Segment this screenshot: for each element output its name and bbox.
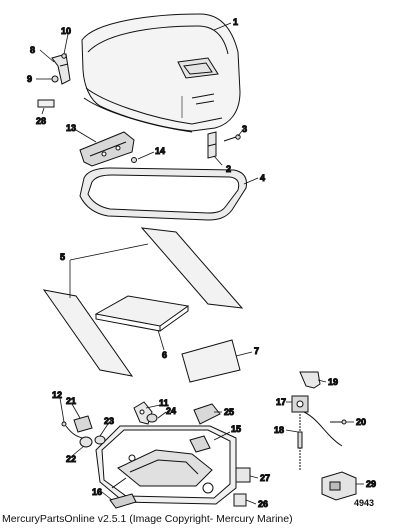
part-plug-27[interactable]: [235, 467, 251, 483]
callout-5: 5: [60, 252, 65, 262]
part-screw-20[interactable]: [330, 419, 347, 425]
part-screw-3[interactable]: [223, 134, 241, 142]
callout-10: 10: [61, 26, 71, 36]
part-cowl-seal[interactable]: [79, 167, 247, 221]
part-fitting-25[interactable]: [193, 403, 221, 425]
part-handle-16[interactable]: [109, 493, 137, 509]
callout-24: 24: [166, 406, 176, 416]
callout-8: 8: [30, 45, 35, 55]
callout-4: 4: [260, 173, 265, 183]
callout-3: 3: [242, 124, 247, 134]
callout-27: 27: [260, 473, 270, 483]
callout-14: 14: [155, 146, 165, 156]
part-grommet-24[interactable]: [146, 413, 158, 423]
part-grommet-22[interactable]: [79, 436, 93, 448]
part-center-pad[interactable]: [94, 295, 190, 332]
part-fitting-21[interactable]: [73, 415, 93, 433]
callout-13: 13: [66, 123, 76, 133]
leader-lines: [36, 22, 364, 505]
part-cable-12[interactable]: [61, 421, 83, 439]
part-cap-26[interactable]: [233, 493, 247, 507]
part-latch-bracket[interactable]: [207, 131, 217, 159]
callout-17: 17: [276, 397, 286, 407]
callout-2: 2: [226, 164, 231, 174]
callout-25: 25: [224, 407, 234, 417]
part-top-cowl[interactable]: [81, 13, 241, 133]
callout-21: 21: [66, 396, 76, 406]
callout-20: 20: [356, 417, 366, 427]
callout-18: 18: [274, 425, 284, 435]
footer-copyright: MercuryPartsOnline v2.5.1 (Image Copyrig…: [2, 513, 293, 525]
part-decal-28[interactable]: [37, 99, 55, 108]
part-box-29[interactable]: [321, 471, 357, 501]
callout-9: 9: [27, 74, 32, 84]
callout-1: 1: [233, 17, 238, 27]
callout-12: 12: [52, 390, 62, 400]
callout-15: 15: [231, 424, 241, 434]
callout-22: 22: [66, 454, 76, 464]
part-panel-right[interactable]: [140, 227, 244, 309]
part-panel-left[interactable]: [42, 289, 134, 377]
callout-7: 7: [254, 346, 259, 356]
callout-23: 23: [104, 416, 114, 426]
part-small-pad[interactable]: [181, 339, 241, 383]
part-grommet-23[interactable]: [94, 435, 106, 445]
part-switch-17[interactable]: [291, 395, 309, 413]
part-screw-10[interactable]: [61, 53, 67, 59]
part-bottom-cowl[interactable]: [95, 425, 237, 505]
callout-labels: 1 2 3 4 5 6 7 8 9 10 11 12 13 14 15 16 1…: [27, 17, 377, 510]
callout-26: 26: [258, 499, 268, 509]
part-clip-19[interactable]: [299, 371, 321, 389]
callout-29: 29: [366, 479, 376, 489]
callout-28: 28: [36, 116, 46, 126]
callout-11: 11: [159, 398, 169, 408]
part-support-bracket[interactable]: [79, 131, 135, 167]
part-nut-9[interactable]: [51, 75, 59, 83]
callout-19: 19: [328, 377, 338, 387]
diagram-id: 4943: [354, 498, 375, 508]
callout-16: 16: [92, 487, 102, 497]
part-screw-14[interactable]: [131, 157, 137, 163]
part-lanyard-18[interactable]: [297, 411, 343, 470]
callout-6: 6: [162, 350, 167, 360]
